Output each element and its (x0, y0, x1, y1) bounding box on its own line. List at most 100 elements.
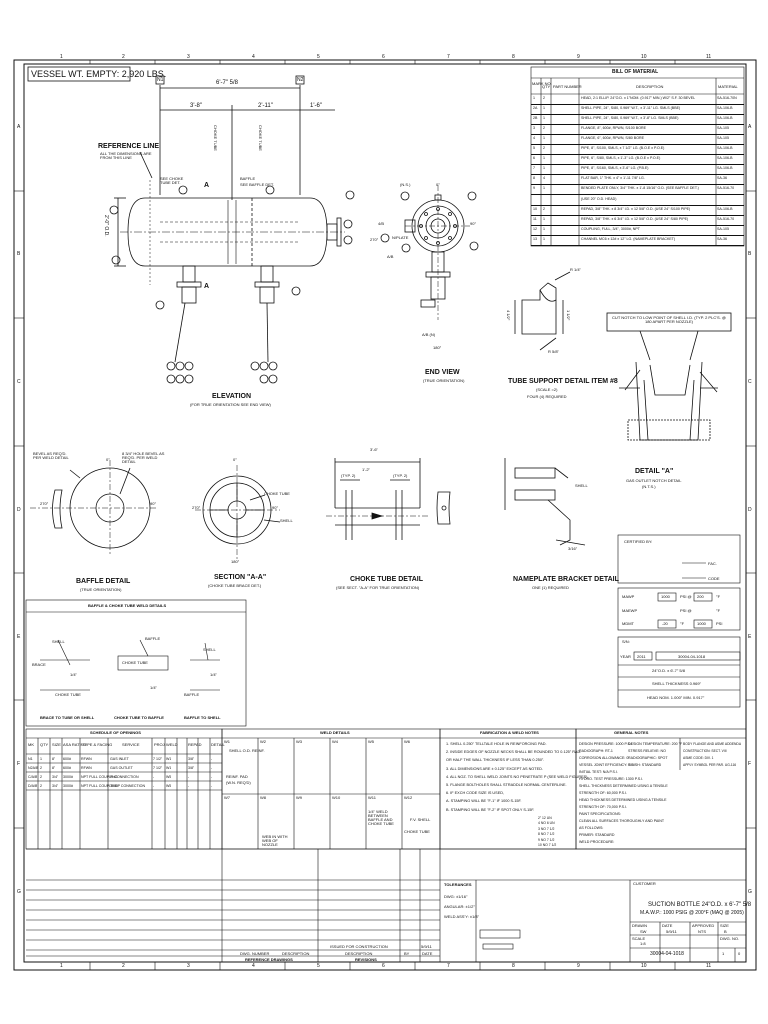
rev-entry-date: 5/9/11 (421, 944, 432, 949)
tolerance-line: ANGULAR: ±1/2° (444, 904, 475, 909)
end-view-tag: A/B (N) (422, 332, 436, 337)
section-aa-title: SECTION "A-A" (214, 574, 267, 581)
weld-cell: W7 (224, 795, 230, 800)
bom-desc: (USE 20" O.D. HEAD) (581, 196, 617, 201)
nozzle-proj: - (153, 775, 155, 779)
col-marker: 11 (706, 54, 712, 60)
weld-cell: W9 (296, 795, 302, 800)
cert-value: SHELL THICKNESS 0.969" (652, 681, 701, 686)
bom-row-divider (531, 214, 744, 216)
bom-mark: 9 (533, 186, 535, 191)
bom-row-divider (531, 224, 744, 226)
bom-desc: HEAD, 2:1 ELLIP. 24"O.D. x 1"NOM. (0.917… (581, 95, 696, 100)
dim-right: 1'-6" (310, 103, 322, 109)
bom-row-divider (531, 143, 744, 145)
general-note: HEAD THICKNESS DETERMINED USING A TENSIL… (579, 798, 667, 802)
weld-note: SHELL O.D. REINF. (229, 748, 265, 753)
weld-table-title: WELD DETAILS (320, 730, 350, 735)
row-marker: F (17, 761, 21, 767)
dim: 4 1/2" (506, 310, 511, 321)
dwg-number-header: DWG. NUMBER (240, 951, 270, 956)
col-marker: 4 (252, 54, 255, 60)
fab-note: 6. IF EXCH CODE SIZE IS USED, (446, 791, 505, 796)
nozzle-qty: 1 (40, 757, 42, 761)
row-marker: D (17, 507, 21, 513)
fab-note: A. STAMPING WILL BE "F-1" IF 1000 S-15F. (446, 799, 522, 804)
bom-material: SA-105 (717, 125, 729, 130)
bom-mark: 2A (533, 105, 538, 110)
cert-label: MAEWP (622, 608, 638, 613)
col-marker: 10 (641, 963, 647, 969)
lower-tables (25, 728, 747, 962)
general-notes-title: GENERAL NOTES (614, 730, 649, 735)
end-view (380, 185, 479, 320)
stamp-line: 2" 12 UN (538, 816, 552, 820)
baffle-detail-subtitle: (TRUE ORIENTATION) (80, 587, 122, 592)
weld-cell: W1 (224, 739, 230, 744)
label: 3/16" (568, 546, 578, 551)
cert-label: FAC. (708, 561, 717, 566)
bom-row-divider (531, 113, 744, 115)
description-header: DESCRIPTION (282, 951, 310, 956)
bom-mark: 5 (533, 146, 535, 150)
scale-value: 1:8 (640, 941, 646, 946)
bom-material: SA-516-70 (717, 186, 735, 191)
dim: (TYP. 2) (393, 473, 408, 478)
dim: (TYP. 2) (341, 473, 356, 478)
section-label: 270° (192, 505, 201, 510)
angle: 270° (40, 501, 49, 506)
col-header: DETAIL (211, 742, 225, 747)
date-label: DATE (662, 923, 673, 928)
bom-desc: CHANNEL MC6 x 12# x 12" LG. (NAMEPLATE B… (581, 236, 676, 241)
drawn-value: SW (640, 929, 647, 934)
weld-cell: W5 (368, 739, 374, 744)
general-note-far: CONSTRUCTION: SECT. VIII (683, 749, 727, 753)
dim: R 1/4" (570, 267, 581, 272)
weld-cell: W8 (260, 795, 266, 800)
reference-line-note: ALL THE DIMENSIONS ARE FROM THIS LINE (100, 151, 152, 160)
general-note: DESIGN PRESSURE: 1000 P.S.I. (579, 742, 633, 746)
size-label: SIZE (720, 923, 729, 928)
label: SHELL (575, 483, 588, 488)
dim-mid: 2'-11" (258, 103, 273, 109)
dim-overall: 6'-7" 5/8 (216, 80, 238, 86)
weld-label: SHELL (52, 639, 65, 644)
nozzle-size: 8" (52, 766, 56, 770)
nozzle-tag: N2 (297, 77, 304, 83)
col-header: WELD (166, 742, 178, 747)
row-marker: D (748, 507, 752, 513)
nozzle-detail: - (211, 775, 213, 779)
bom-desc: PIPE, 6", S/80, SMLS, x 1'-3" LG. (B.O.E… (581, 156, 661, 161)
choke-tube-subtitle: (SEE SECT. "A-A" FOR TRUE ORIENTATION) (336, 585, 420, 590)
nozzle-type: RFWN (81, 757, 92, 761)
row-marker: C (748, 379, 752, 385)
bom-row-divider (531, 204, 744, 206)
section-label: 0° (233, 457, 237, 462)
fab-note: B. STAMPING WILL BE "F-2" IF SPOT ONLY S… (446, 807, 535, 812)
bom-material: SA-106-B (717, 156, 733, 161)
nozzle-proj: - (153, 784, 155, 788)
col-marker: 2 (122, 54, 125, 60)
weld-label: CHOKE TUBE (55, 692, 81, 697)
cert-label: YEAR (620, 654, 631, 659)
detail-a-title: DETAIL "A" (635, 468, 674, 475)
nozzle-qty: 2 (40, 784, 42, 788)
rev-entry: ISSUED FOR CONSTRUCTION (330, 944, 388, 949)
certification-box (617, 534, 741, 708)
cert-label: PSI @ (680, 608, 692, 613)
nozzle-size: 8" (52, 757, 56, 761)
row-marker: E (17, 634, 21, 640)
bom-row-divider (531, 103, 744, 105)
col-header: REPAD (188, 742, 202, 747)
baffle-label: BAFFLE (240, 176, 256, 181)
cert-value: 30004-04-1018 (678, 654, 706, 659)
elevation-title: ELEVATION (212, 393, 252, 400)
fab-notes-title: FABRICATION & WELD NOTES (480, 730, 539, 735)
title-customer-label: CUSTOMER (633, 881, 656, 886)
detail-a-subtitle: GAS OUTLET NOTCH DETAIL (626, 478, 682, 483)
bom-desc: FLANGE, 8", 600#, RFWN, S/100 BORE (581, 125, 646, 130)
